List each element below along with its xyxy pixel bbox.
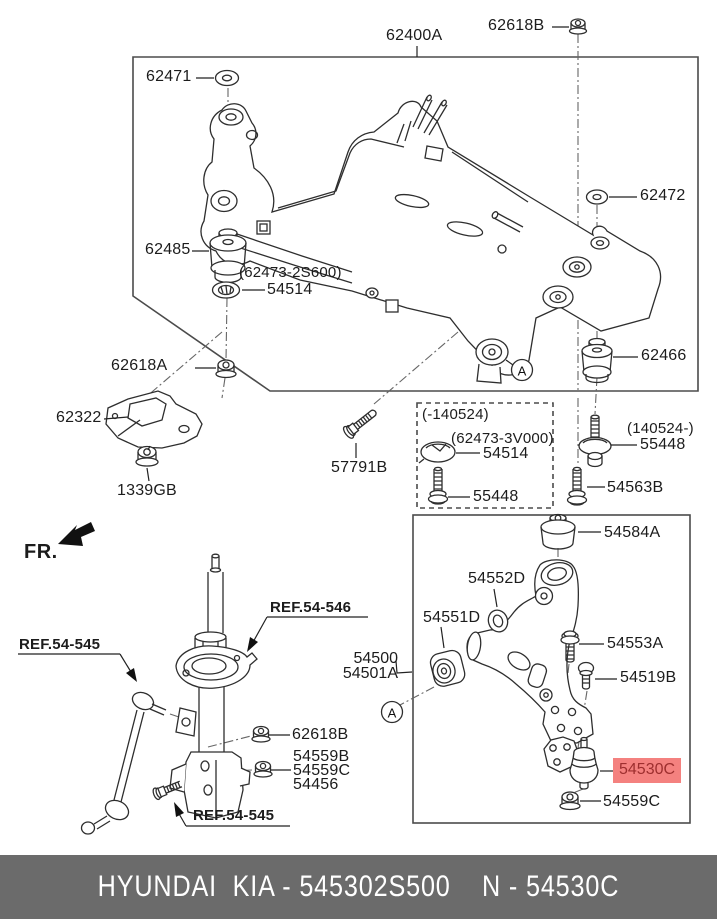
crossmember-drawing (200, 94, 662, 384)
leader-lines (103, 26, 638, 802)
part-label-54552D[interactable]: 54552D (468, 570, 526, 587)
part-label-62473-2S600[interactable]: (62473-2S600) (239, 264, 342, 281)
svg-text:A: A (388, 706, 397, 721)
ball-joint-54530C-icon (543, 736, 599, 790)
bracket-62322-drawing (105, 390, 203, 449)
part-label-54584A[interactable]: 54584A (604, 524, 661, 541)
pre-140524-dashed-box (416, 402, 554, 509)
nut-1339GB-icon (135, 445, 159, 467)
ref-54-545-upper-arrow (18, 653, 137, 682)
part-label-57791B[interactable]: 57791B (331, 459, 388, 476)
callout-a-crossmember[interactable]: A (510, 358, 534, 382)
part-label-62466[interactable]: 62466 (641, 347, 687, 364)
part-label-62618B-top[interactable]: 62618B (488, 17, 545, 34)
part-label-54514-top[interactable]: 54514 (267, 281, 313, 298)
strut-drawing (169, 553, 258, 819)
footer-bar: HYUNDAI KIA - 545302S500 N - 54530C (0, 855, 717, 919)
part-label-62322[interactable]: 62322 (56, 409, 102, 426)
bolt-57791B-icon (342, 409, 377, 439)
bolt-54519B-icon (577, 661, 595, 690)
part-label-62618B-lower[interactable]: 62618B (292, 726, 349, 743)
bushing-54551D-icon (429, 649, 466, 687)
washer-54514-top-icon (211, 281, 241, 299)
part-label-54501A[interactable]: 54501A (342, 665, 398, 682)
callout-a-control-arm[interactable]: A (380, 700, 404, 724)
ref-label-54-546[interactable]: REF.54-546 (270, 599, 352, 616)
control-arm-drawing (466, 559, 594, 744)
stud-55448-right-icon (578, 414, 612, 468)
bushing-62485-icon (209, 228, 247, 284)
ref-label-54-545-upper[interactable]: REF.54-545 (19, 636, 101, 653)
part-label-54563B[interactable]: 54563B (607, 479, 664, 496)
part-label-62618A[interactable]: 62618A (111, 357, 168, 374)
svg-text:A: A (518, 364, 527, 379)
bushing-62466-icon (581, 337, 613, 384)
part-label-54500-54501A-group: 54500 54501A (336, 650, 399, 682)
part-label-54456[interactable]: 54456 (293, 776, 339, 793)
part-label-54559B[interactable]: 54559B (293, 748, 350, 765)
bushing-54584A-icon (540, 513, 576, 550)
part-label-62471[interactable]: 62471 (146, 68, 192, 85)
part-label-62472[interactable]: 62472 (640, 187, 686, 204)
nut-62618A-icon (215, 359, 237, 379)
stabilizer-link-drawing (80, 691, 167, 835)
part-label-54553A[interactable]: 54553A (607, 635, 664, 652)
nut-62618B-top-icon (568, 18, 588, 35)
part-label-54519B[interactable]: 54519B (620, 669, 677, 686)
part-label-62473-3V000[interactable]: (62473-3V000) (451, 430, 554, 447)
knuckle-bolt-drawing (152, 780, 183, 801)
bolt-54553A-icon (560, 630, 580, 663)
ring-54552D-icon (487, 609, 509, 633)
part-label-55448-right[interactable]: 55448 (640, 436, 686, 453)
ref-label-54-545-lower[interactable]: REF.54-545 (193, 807, 275, 824)
date-range-after-label: (140524-) (627, 420, 694, 437)
part-label-55448-left[interactable]: 55448 (473, 488, 519, 505)
fr-direction-label: FR. (24, 541, 58, 563)
footer-part-number-text: HYUNDAI KIA - 545302S500 N - 54530C (97, 870, 620, 903)
nut-54559C-right-icon (559, 791, 581, 811)
part-label-62400A[interactable]: 62400A (386, 27, 443, 44)
bolt-55448-left-icon (427, 466, 449, 505)
part-label-54559C-right[interactable]: 54559C (603, 793, 661, 810)
part-label-1339GB[interactable]: 1339GB (117, 482, 177, 499)
ref-54-545-lower-arrow (174, 802, 290, 827)
part-label-54530C-highlighted[interactable]: 54530C (613, 758, 682, 783)
part-label-62485[interactable]: 62485 (145, 241, 191, 258)
nut-62618B-lower-icon (251, 725, 271, 743)
fr-direction-arrow-icon (58, 522, 95, 546)
nut-54559-left-icon (253, 760, 273, 778)
bolt-54563B-icon (566, 466, 588, 506)
part-label-54500[interactable]: 54500 (353, 650, 399, 667)
washer-54514-mid-icon (418, 441, 456, 464)
ref-54-546-arrow (247, 616, 368, 652)
crossmember-box (132, 56, 699, 392)
part-label-54551D[interactable]: 54551D (423, 609, 481, 626)
washer-62471-icon (214, 69, 240, 87)
washer-62472-icon (585, 189, 609, 205)
part-label-54514-mid[interactable]: 54514 (483, 445, 529, 462)
control-arm-box (412, 514, 691, 824)
date-range-before-label: (-140524) (422, 406, 489, 423)
part-label-54559C-left[interactable]: 54559C (293, 762, 351, 779)
